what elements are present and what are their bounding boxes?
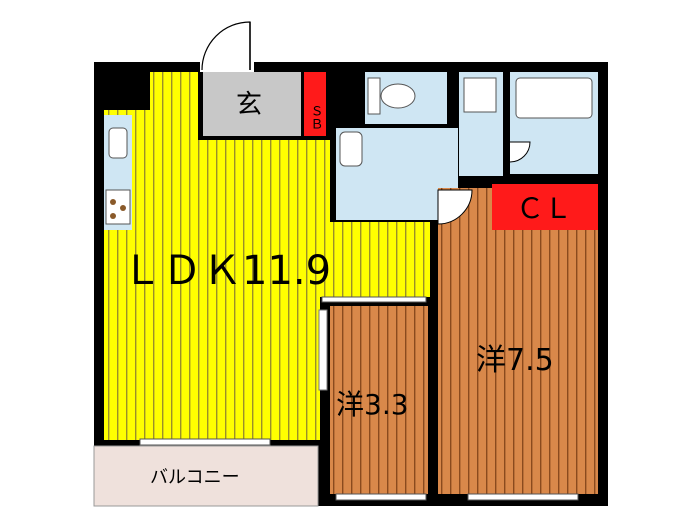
toilet-tank: [367, 77, 381, 115]
ldk-floor: [104, 72, 430, 440]
entrance-door-arc: [201, 21, 251, 71]
western-room-small: [330, 306, 428, 494]
balcony: [93, 445, 319, 507]
entrance-floor: [203, 72, 301, 136]
window: [139, 438, 271, 446]
balcony-label: バルコニー: [150, 467, 240, 488]
entrance-door-swing: [200, 20, 254, 72]
washbasin-icon: [339, 131, 363, 167]
shower-icon: [463, 77, 497, 113]
closet-floor-cover: [492, 184, 598, 230]
window: [335, 493, 427, 501]
sink-icon: [108, 127, 128, 159]
shoe-box-label: ＳＢ: [308, 104, 323, 130]
shoe-box: [304, 72, 326, 136]
window: [321, 296, 427, 303]
entrance-label: 玄: [236, 90, 262, 120]
western-large-label: 洋7.5: [476, 343, 554, 378]
sliding-door: [318, 309, 328, 391]
bathtub-icon: [515, 77, 593, 119]
western-small-label: 洋3.3: [336, 388, 409, 421]
stove-icon: [105, 189, 131, 225]
western-room-large: [438, 188, 598, 494]
window: [467, 493, 579, 501]
bedroom-door-arc: [437, 189, 473, 225]
bathroom-door-arc: [509, 141, 531, 163]
closet-label: ＣＬ: [516, 192, 572, 225]
ldk-label: ＬＤＫ11.9: [122, 248, 331, 294]
burner-icon: [110, 199, 116, 205]
burner-icon: [110, 213, 116, 219]
burner-icon: [120, 205, 126, 211]
toilet-bowl-icon: [380, 83, 416, 109]
